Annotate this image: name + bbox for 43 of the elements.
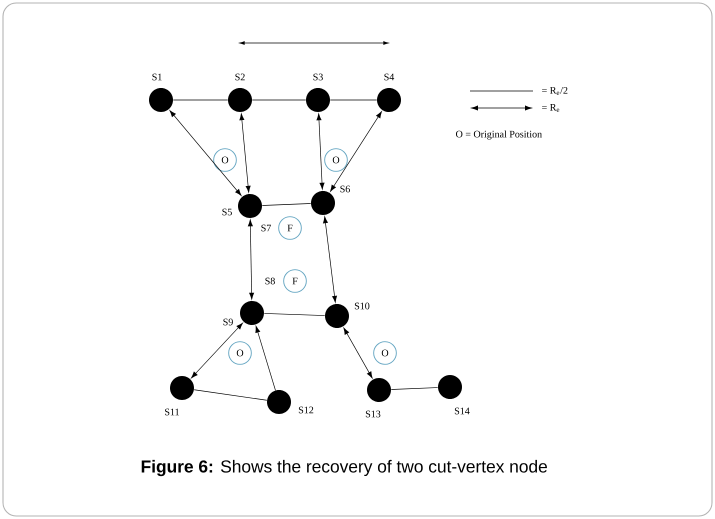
link-line — [194, 389, 268, 401]
link-line — [262, 203, 312, 206]
node-label: S10 — [354, 302, 370, 310]
node-label: S13 — [366, 410, 380, 418]
arrow — [239, 113, 251, 193]
arrow — [343, 328, 373, 378]
arrow — [248, 219, 254, 300]
node-label: S7 — [261, 224, 271, 232]
node-label: S12 — [298, 406, 314, 414]
sensor-node — [267, 390, 291, 414]
node-label: S11 — [165, 408, 179, 416]
sensor-node — [325, 304, 349, 328]
arrow — [191, 322, 243, 378]
node-label: S6 — [340, 186, 350, 192]
link-line — [390, 387, 438, 390]
sensor-node — [438, 375, 462, 399]
sensor-node — [367, 378, 391, 402]
sensor-node — [377, 88, 401, 112]
sensor-node — [311, 191, 335, 215]
node-label: S1 — [152, 74, 162, 80]
link-line — [264, 313, 326, 316]
node-label: S2 — [235, 74, 245, 80]
sensor-node — [228, 88, 252, 112]
sensor-node — [170, 376, 194, 400]
sensor-node — [149, 88, 173, 112]
sensor-node — [306, 88, 330, 112]
node-label: S4 — [384, 74, 394, 80]
caption: Figure 6: Shows the recovery of two cut-vertex node — [142, 460, 547, 476]
node-label: S8 — [265, 278, 275, 284]
legend-label: = R$_{e}$/2 — [542, 87, 568, 95]
node-label: S3 — [313, 74, 323, 80]
sensor-node — [240, 301, 264, 325]
legend-label: = R$_{e}$ — [542, 104, 560, 112]
arrow — [255, 326, 276, 391]
sensor-node — [238, 194, 262, 218]
node-label: S9 — [223, 318, 233, 326]
arrow — [316, 113, 324, 190]
arrow — [170, 110, 242, 196]
node-label: S5 — [222, 208, 232, 216]
arrow — [323, 216, 337, 303]
node-label: S14 — [454, 408, 470, 414]
arrow — [330, 111, 382, 192]
note: O = Original Position — [456, 130, 542, 140]
